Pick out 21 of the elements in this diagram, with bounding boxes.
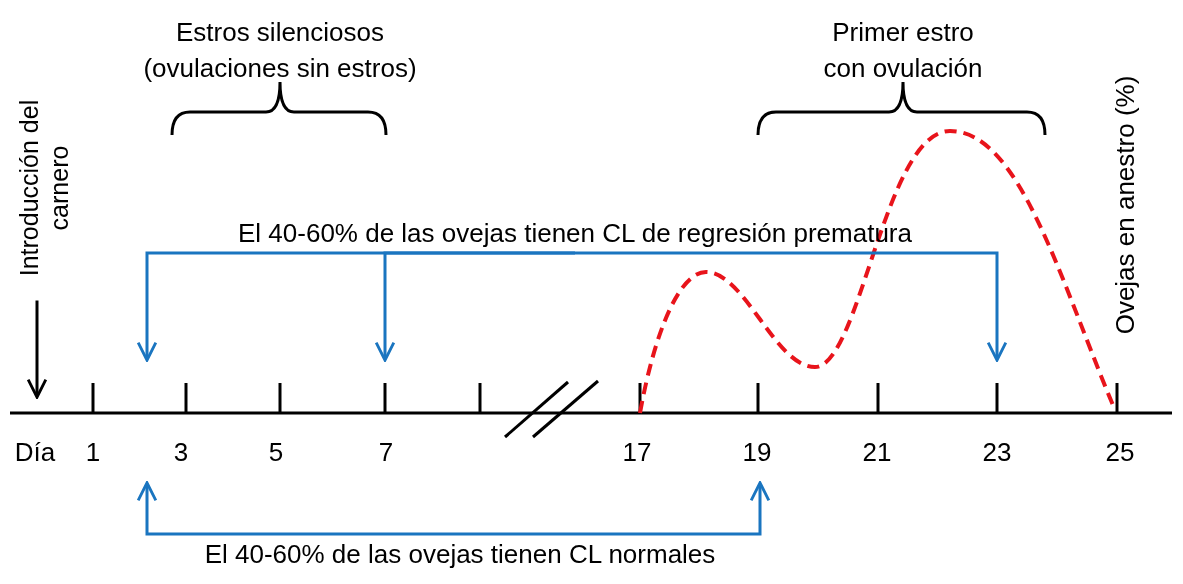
annotation-text: El 40-60% de las ovejas tienen CL de regresión prematura — [160, 214, 990, 253]
bracket-label: Primer estro con ovulación — [822, 16, 984, 85]
day-label: Día — [13, 436, 57, 468]
arrow — [460, 481, 771, 536]
annotation-text: Introducción del carnero — [13, 75, 77, 301]
day-label: 21 — [861, 436, 893, 468]
annotation-text: El 40-60% de las ovejas tienen CL normales — [140, 534, 780, 574]
day-label: 1 — [84, 436, 102, 468]
bracket-label: Estros silenciosos (ovulaciones sin estros) — [142, 16, 418, 85]
day-label: 19 — [741, 436, 773, 468]
day-label: 5 — [267, 436, 285, 468]
day-label: 7 — [377, 436, 395, 468]
arrow — [374, 251, 575, 362]
day-label: 25 — [1104, 436, 1136, 468]
day-label: 23 — [981, 436, 1013, 468]
day-label: 17 — [621, 436, 653, 468]
arrow — [26, 300, 48, 399]
axis-label: Ovejas en anestro (%) — [1109, 74, 1141, 337]
arrow — [575, 251, 1008, 362]
day-label: 3 — [172, 436, 190, 468]
arrow — [136, 481, 460, 536]
